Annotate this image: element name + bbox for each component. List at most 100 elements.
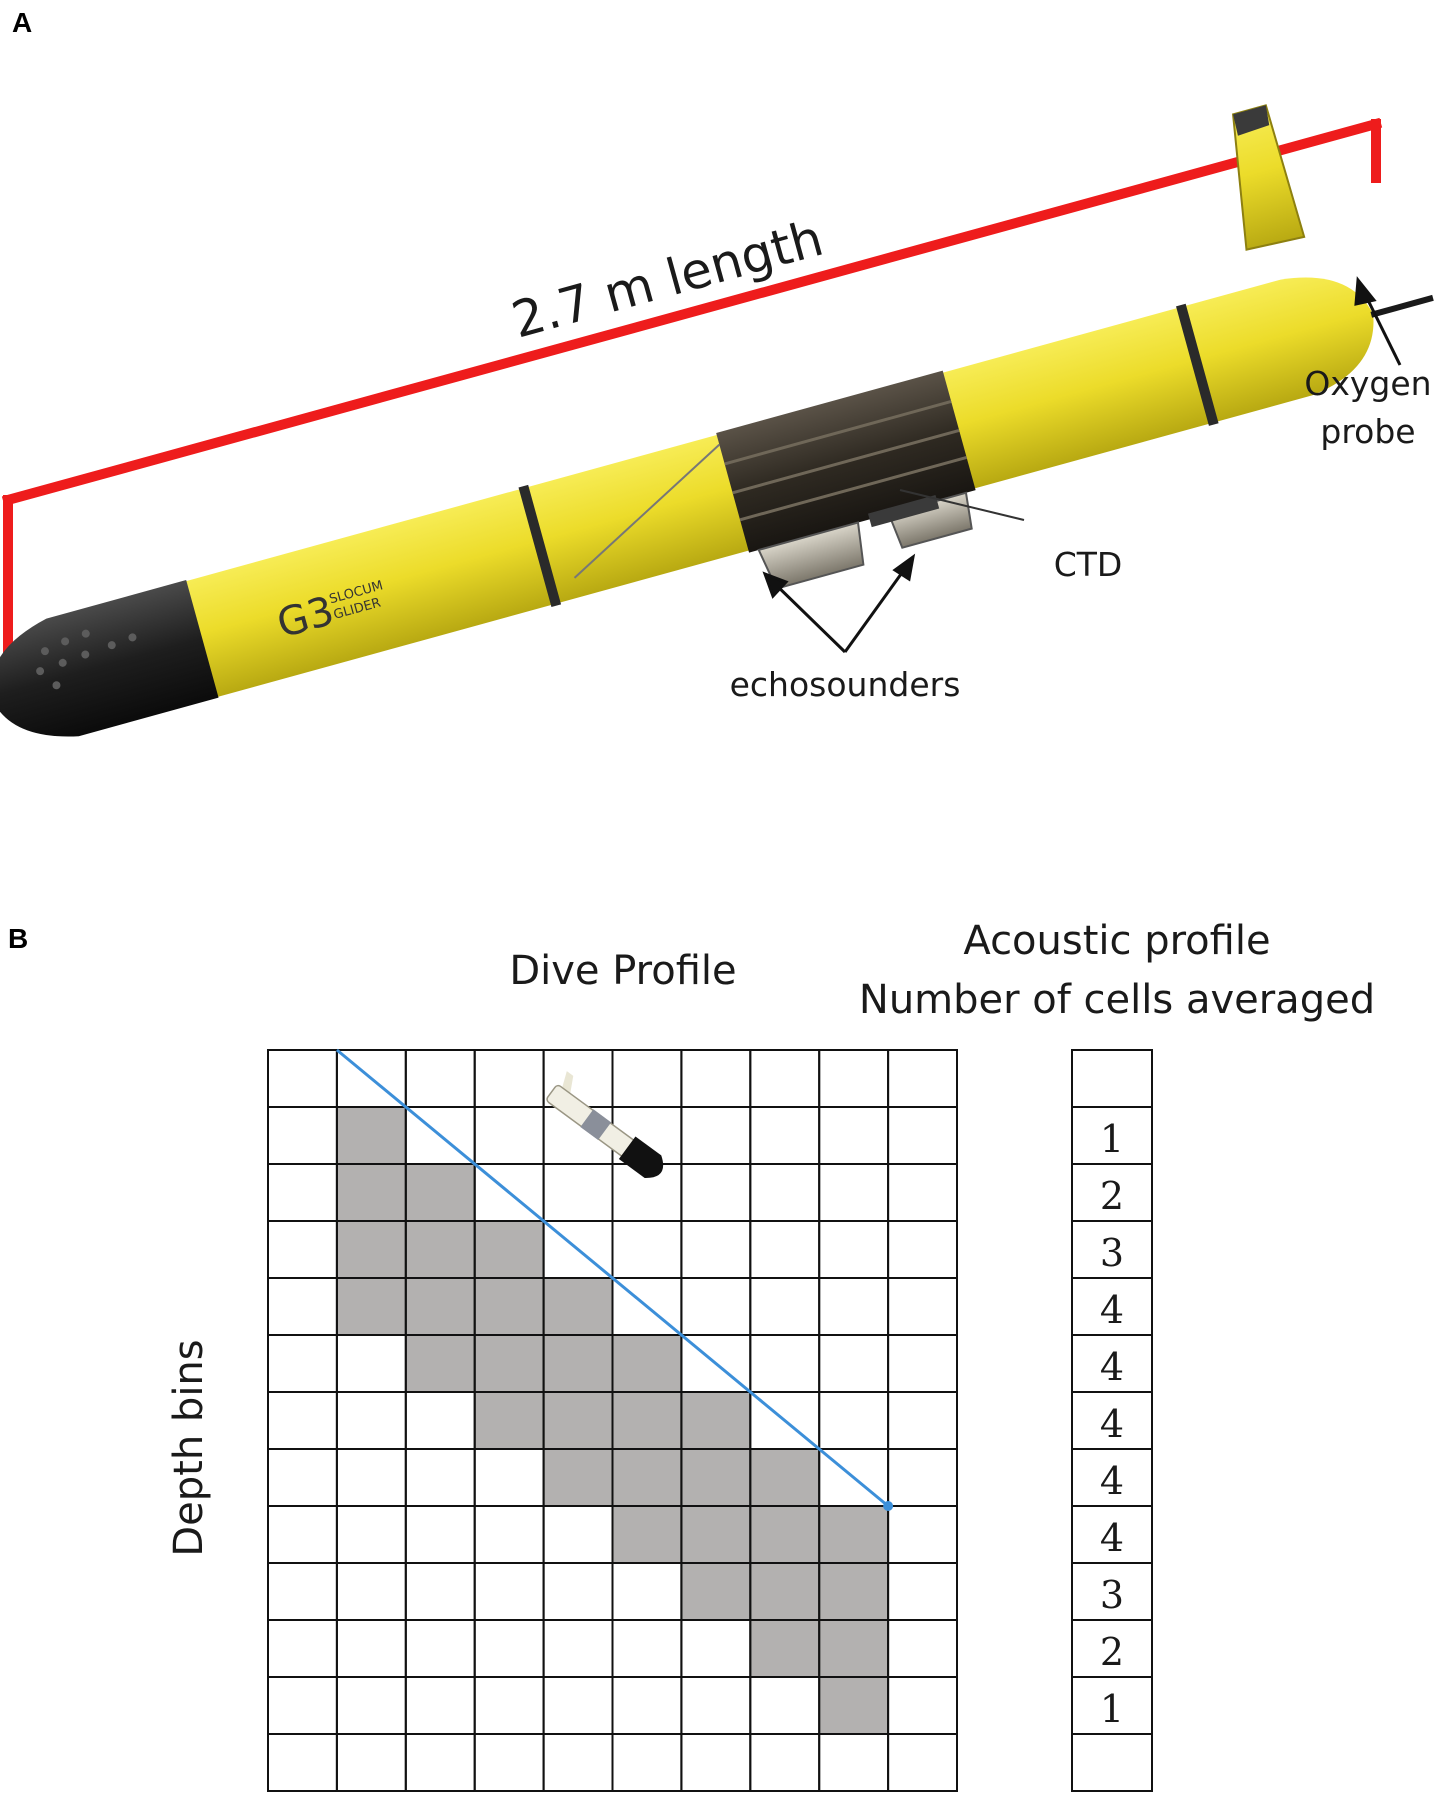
grid-cell [335,1334,407,1393]
depth-bin-grid [267,1049,958,1792]
grid-cell [267,1562,338,1621]
grid-cell [404,1049,476,1108]
acoustic-cell-count: 3 [1100,1573,1124,1617]
grid-cell [267,1106,338,1165]
grid-cell [611,1220,683,1279]
shaded-cell [750,1506,820,1563]
shaded-cell [750,1449,820,1506]
grid-cell [887,1277,958,1336]
grid-cell [335,1733,407,1792]
grid-cell [611,1562,683,1621]
grid-cell [404,1391,476,1450]
grid-cell [335,1562,407,1621]
grid-cell [818,1106,890,1165]
oxygen-probe-label-line2: probe [1320,412,1415,451]
grid-cell [749,1277,821,1336]
shaded-cell [750,1563,820,1620]
shaded-cell [819,1563,889,1620]
grid-cell [335,1676,407,1735]
oxygen-probe-label-line1: Oxygen [1304,364,1431,403]
grid-cell [542,1733,614,1792]
shaded-cell [543,1335,613,1392]
grid-cell [473,1676,545,1735]
panel-b-dive-profile: B Dive Profile Acoustic profile Number o… [8,918,1375,1792]
grid-cell [404,1562,476,1621]
grid-cell [404,1448,476,1507]
dive-path [335,1048,894,1511]
grid-cell [267,1733,338,1792]
depth-bins-axis-label: Depth bins [166,1339,212,1556]
shaded-cell [750,1620,820,1677]
glider-mini-icon [546,1071,664,1178]
acoustic-cell-count: 4 [1100,1345,1124,1389]
grid-cell [680,1676,752,1735]
panel-letter-a: A [12,7,32,38]
grid-cell [887,1334,958,1393]
panel-a-glider-photo: A 2.7 m length [0,7,1434,737]
shaded-cell [681,1506,751,1563]
shaded-cell [543,1278,613,1335]
grid-cell [267,1391,338,1450]
shaded-cell [681,1392,751,1449]
shaded-cell [819,1506,889,1563]
grid-cell [542,1562,614,1621]
shaded-cell [681,1563,751,1620]
grid-cell [335,1619,407,1678]
shaded-cell [612,1335,682,1392]
grid-cell [611,1049,683,1108]
grid-cell [887,1391,958,1450]
acoustic-profile-title-line2: Number of cells averaged [859,977,1375,1023]
grid-cell [818,1049,890,1108]
dive-profile-title: Dive Profile [509,948,736,994]
grid-cell [267,1163,338,1222]
grid-cell [267,1448,338,1507]
grid-cell [680,1733,752,1792]
shaded-cell [336,1164,406,1221]
grid-cell [335,1448,407,1507]
shaded-cell [612,1392,682,1449]
grid-cell [473,1733,545,1792]
shaded-cell [474,1335,544,1392]
grid-cell [542,1619,614,1678]
acoustic-cell-count: 2 [1100,1630,1124,1674]
grid-cell [749,1334,821,1393]
acoustic-cell-count: 4 [1100,1402,1124,1446]
grid-cell [611,1676,683,1735]
grid-cell [680,1277,752,1336]
acoustic-cell-count: 3 [1100,1231,1124,1275]
shaded-cell [681,1449,751,1506]
panel-letter-b: B [8,923,28,954]
grid-cell [680,1163,752,1222]
shaded-cell [336,1221,406,1278]
grid-cell [267,1334,338,1393]
grid-cell [818,1733,890,1792]
grid-cell [818,1391,890,1450]
acoustic-cell-count: 4 [1100,1459,1124,1503]
shaded-cell [336,1107,406,1164]
acoustic-cell-count: 4 [1100,1288,1124,1332]
acoustic-cell-count: 1 [1100,1117,1124,1161]
shaded-cell [405,1221,475,1278]
grid-cell [473,1505,545,1564]
grid-cell [680,1049,752,1108]
grid-cell [749,1733,821,1792]
grid-cell [749,1106,821,1165]
grid-cell [542,1163,614,1222]
grid-cell [473,1562,545,1621]
grid-cell [335,1505,407,1564]
acoustic-cell [1071,1049,1153,1108]
grid-cell [473,1049,545,1108]
grid-cell [611,1733,683,1792]
echosounders-label: echosounders [730,665,961,704]
grid-cell [473,1619,545,1678]
acoustic-cell-count: 2 [1100,1174,1124,1218]
grid-cell [887,1562,958,1621]
grid-cell [887,1049,958,1108]
shaded-cell [612,1506,682,1563]
shaded-cell [336,1278,406,1335]
grid-cell [887,1733,958,1792]
callout-arrows [762,276,1402,654]
grid-cell [267,1676,338,1735]
acoustic-cell-count: 1 [1100,1687,1124,1731]
grid-cell [267,1277,338,1336]
